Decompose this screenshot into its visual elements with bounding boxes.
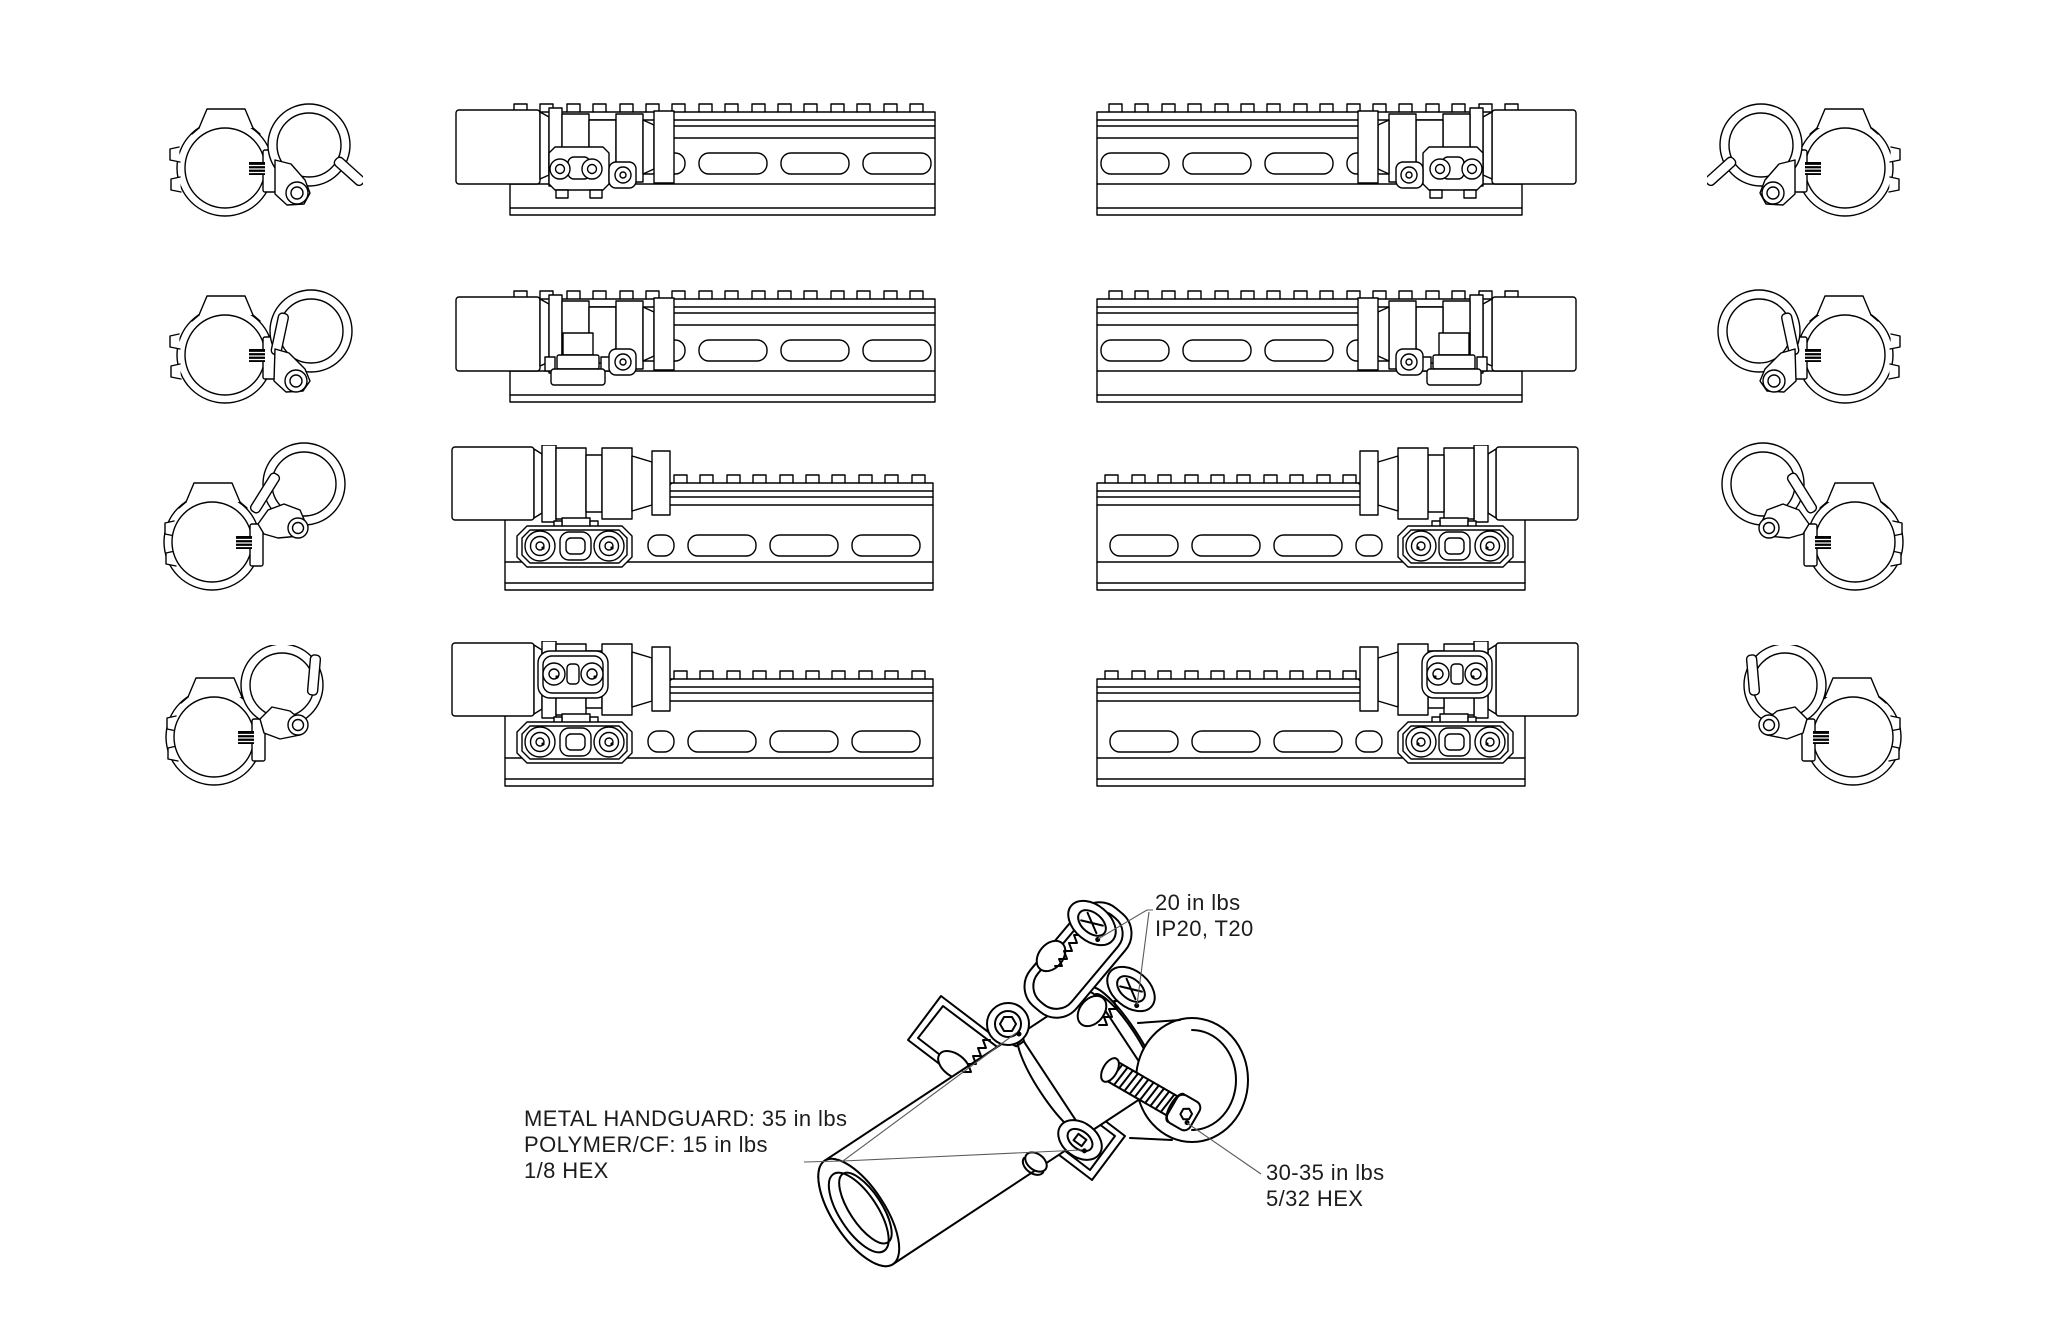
side-view-row3-right [1096, 445, 1579, 591]
annotation-line: 20 in lbs [1155, 890, 1241, 915]
spring-ring-screw-1 [1054, 934, 1082, 967]
annotation-line: IP20, T20 [1155, 916, 1254, 941]
side-view-row1-left [455, 103, 936, 216]
hex-socket [1179, 1107, 1194, 1121]
annotation-line: 30-35 in lbs [1266, 1160, 1385, 1185]
leader-ring-screw-1 [1097, 909, 1153, 940]
spring-ring-screw-2 [1098, 1000, 1122, 1026]
end-view-row3-left [163, 442, 346, 591]
end-view-row2-left [169, 289, 353, 404]
annotation-line: 1/8 HEX [524, 1158, 609, 1183]
annotation-handguard-screws: METAL HANDGUARD: 35 in lbs POLYMER/CF: 1… [524, 1106, 847, 1184]
end-view-row1-right [1707, 103, 1901, 217]
leader-handguard-lower [842, 1149, 1082, 1162]
annotation-line: 5/32 HEX [1266, 1186, 1364, 1211]
handguard-screw-upper [986, 1002, 1030, 1046]
saddle-hole-2 [1076, 994, 1108, 1028]
side-view-row4-right [1096, 641, 1579, 787]
leader-lines [803, 909, 1262, 1175]
hex-socket [999, 1016, 1017, 1032]
clamp-cross-bolt [1100, 1057, 1202, 1132]
exploded-detail-view [803, 899, 1262, 1268]
side-view-row4-left [451, 641, 934, 787]
end-view-row1-left [169, 103, 363, 217]
end-view-row2-right [1717, 289, 1901, 404]
side-view-row2-left [455, 290, 936, 403]
annotation-ring-screws: 20 in lbs IP20, T20 [1155, 890, 1254, 942]
side-view-row1-right [1096, 103, 1577, 216]
side-view-row3-left [451, 445, 934, 591]
leader-ring-screw-2 [1136, 911, 1150, 1006]
base-nut [1021, 1151, 1048, 1176]
handguard-screw-lower [1057, 1119, 1103, 1161]
end-view-row4-right [1743, 645, 1902, 786]
flashlight-tube [817, 986, 1160, 1268]
end-view-row4-left [165, 645, 324, 786]
annotation-clamp-bolt: 30-35 in lbs 5/32 HEX [1266, 1160, 1385, 1212]
end-view-row3-right [1721, 442, 1904, 591]
annotation-line: POLYMER/CF: 15 in lbs [524, 1132, 768, 1157]
leader-clamp-bolt [1186, 1122, 1262, 1175]
ring-screw-1 [1067, 899, 1117, 947]
side-view-row2-right [1096, 290, 1577, 403]
annotation-line: METAL HANDGUARD: 35 in lbs [524, 1106, 848, 1131]
ring-screw-2 [1106, 965, 1156, 1013]
